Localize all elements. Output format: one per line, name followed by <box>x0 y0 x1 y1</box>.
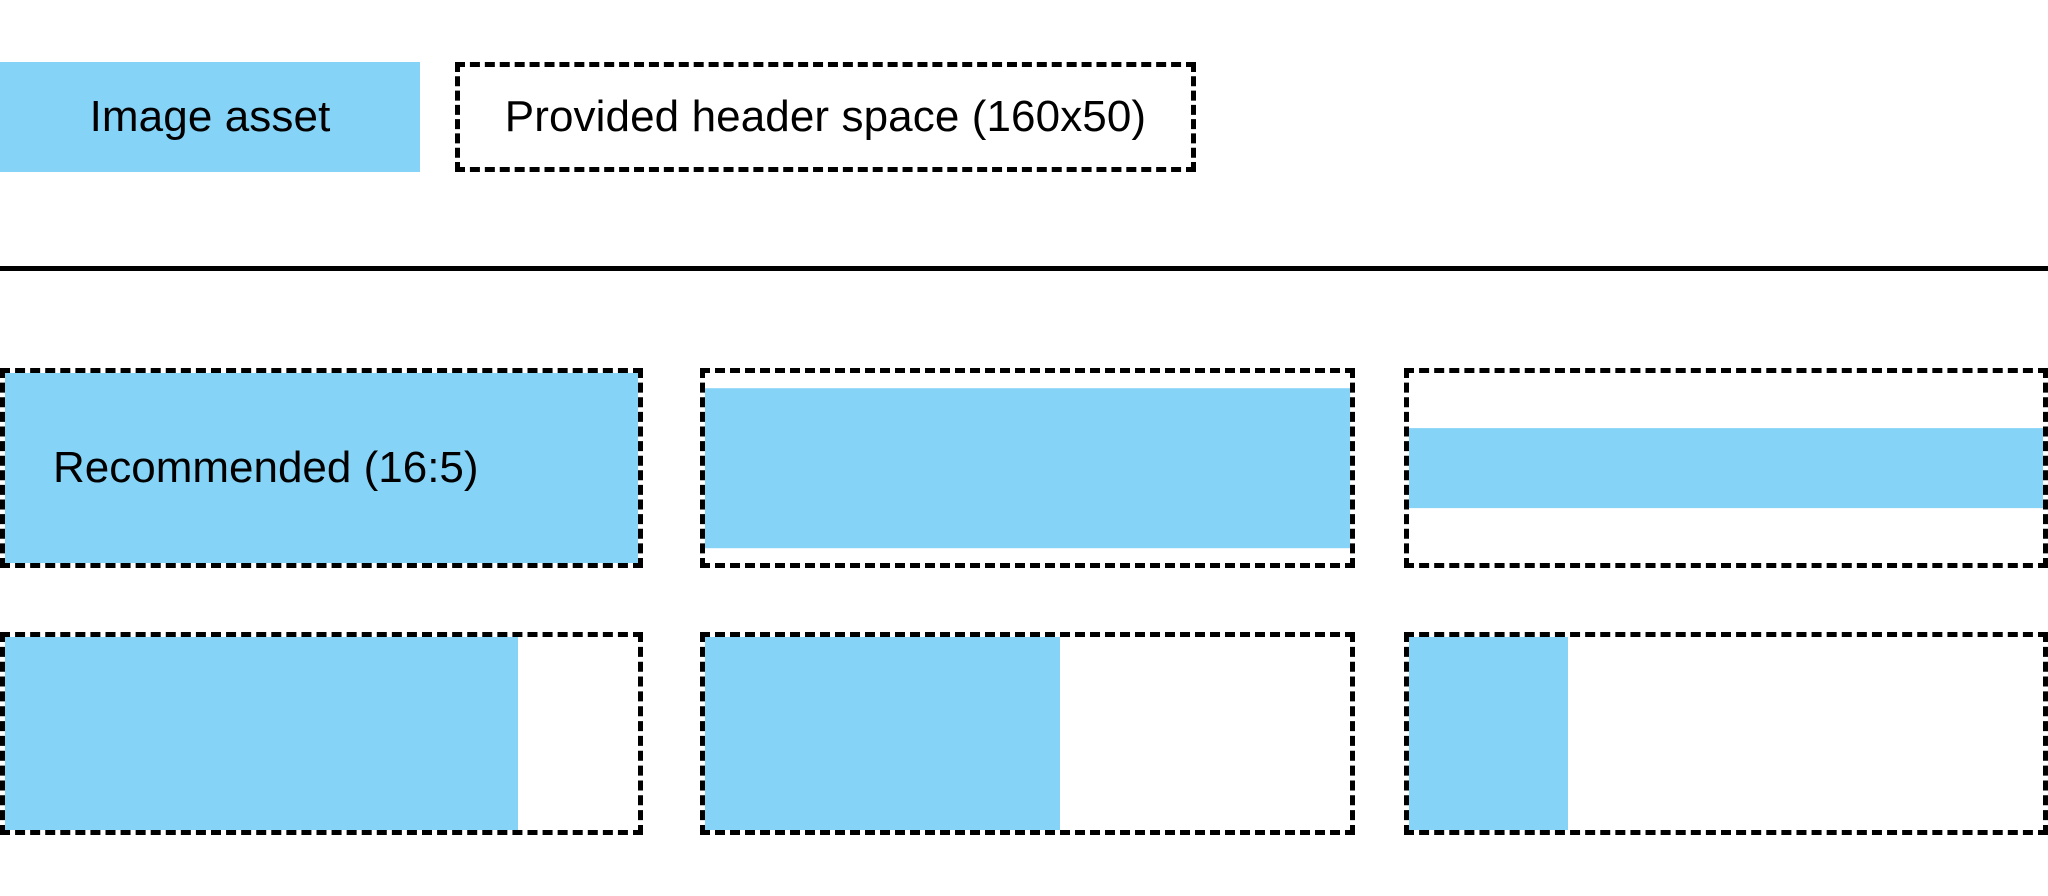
header-legend-row: Image asset Provided header space (160x5… <box>0 62 2048 172</box>
ratio-cell-pillarbox-narrow <box>1404 632 2048 835</box>
recommended-ratio-label: Recommended (16:5) <box>53 443 479 492</box>
provided-header-space-box: Provided header space (160x50) <box>455 62 1196 172</box>
provided-header-space-label: Provided header space (160x50) <box>504 92 1147 141</box>
image-asset-swatch: Image asset <box>0 62 420 172</box>
ratio-cell-recommended-16-5: Recommended (16:5) <box>0 368 643 568</box>
ratio-cell-pillarbox-medium <box>700 632 1355 835</box>
ratio-cell-letterbox-taller <box>700 368 1355 568</box>
section-divider-rule <box>0 266 2048 271</box>
ratio-cell-pillarbox-slight <box>0 632 643 835</box>
asset-fill-pillarbox-slight <box>5 637 518 830</box>
asset-fill-letterbox-taller <box>705 388 1350 548</box>
asset-fill-pillarbox-medium <box>705 637 1060 830</box>
image-asset-label: Image asset <box>89 92 331 141</box>
asset-fill-pillarbox-narrow <box>1409 637 1568 830</box>
ratio-cell-letterbox-wide <box>1404 368 2048 568</box>
asset-fill-letterbox-wide <box>1409 428 2043 508</box>
asset-fill-recommended <box>5 373 638 563</box>
